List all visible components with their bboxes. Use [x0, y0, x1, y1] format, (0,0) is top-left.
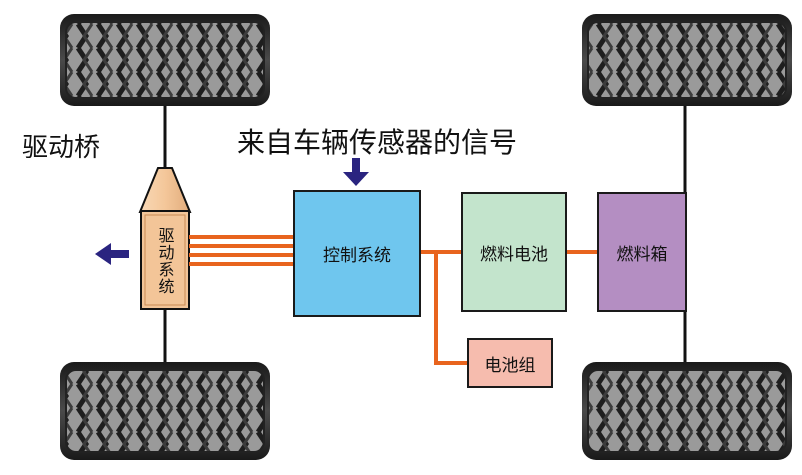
- fuel-cell-label: 燃料电池: [480, 244, 548, 265]
- drive-axle-label: 驱动桥: [22, 133, 101, 163]
- tire-icon: [582, 362, 792, 460]
- tire-icon: [582, 14, 792, 106]
- battery-pack-label: 电池组: [484, 355, 536, 376]
- drive-system-inner-border: [144, 214, 186, 306]
- tire-icon: [60, 14, 270, 106]
- arrow-down-icon: [343, 158, 369, 186]
- battery-pack-box: [467, 338, 553, 388]
- arrow-left-icon: [95, 243, 129, 265]
- sensor-signal-label: 来自车辆传感器的信号: [237, 126, 518, 159]
- drive-system-box: [140, 210, 190, 310]
- fuel-cell-box: [461, 192, 567, 312]
- control-system-label: 控制系统: [323, 246, 391, 266]
- control-system-box: [293, 190, 421, 317]
- fuel-tank-box: [597, 192, 687, 312]
- drive-system-label: 驱动系统: [155, 227, 175, 295]
- fuel-tank-label: 燃料箱: [616, 244, 668, 265]
- fuel-cell-wires: [420, 250, 598, 365]
- tire-icon: [60, 362, 270, 460]
- power-wires: [189, 235, 295, 266]
- drive-axle-cone: [138, 167, 192, 213]
